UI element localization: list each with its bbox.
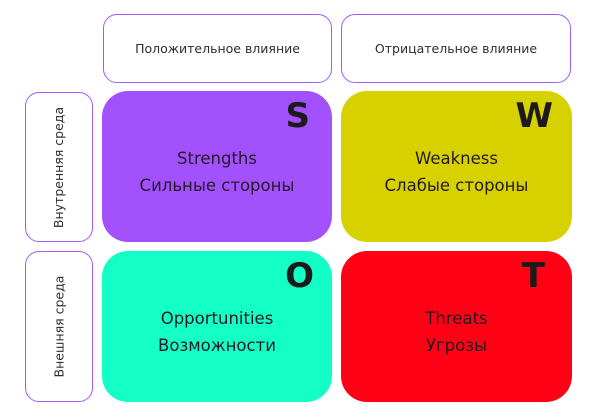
letter-o: O — [285, 256, 314, 296]
quadrant-opportunities: O Opportunities Возможности — [102, 251, 332, 402]
strengths-title-ru: Сильные стороны — [139, 176, 295, 195]
strengths-text: Strengths Сильные стороны — [102, 145, 332, 199]
header-negative-label: Отрицательное влияние — [374, 41, 538, 56]
row-external-label: Внешняя среда — [51, 275, 67, 378]
row-header-external: Внешняя среда — [25, 251, 93, 402]
strengths-title-en: Strengths — [177, 149, 257, 168]
opportunities-text: Opportunities Возможности — [102, 305, 332, 359]
letter-t: T — [521, 256, 545, 296]
quadrant-threats: T Threats Угрозы — [341, 251, 572, 402]
letter-w: W — [515, 96, 553, 136]
threats-title-ru: Угрозы — [425, 336, 488, 355]
letter-s: S — [285, 96, 311, 136]
opportunities-title-ru: Возможности — [158, 336, 276, 355]
header-negative-impact: Отрицательное влияние — [341, 14, 571, 83]
opportunities-title-en: Opportunities — [160, 309, 274, 328]
weakness-text: Weakness Слабые стороны — [341, 145, 572, 199]
threats-title-en: Threats — [425, 309, 488, 328]
quadrant-strengths: S Strengths Сильные стороны — [102, 91, 332, 242]
weakness-title-ru: Слабые стороны — [384, 176, 529, 195]
quadrant-weakness: W Weakness Слабые стороны — [341, 91, 572, 242]
row-internal-label: Внутренняя среда — [51, 106, 67, 228]
header-positive-label: Положительное влияние — [135, 41, 300, 56]
threats-text: Threats Угрозы — [341, 305, 572, 359]
header-positive-impact: Положительное влияние — [103, 14, 332, 83]
weakness-title-en: Weakness — [415, 149, 498, 168]
row-header-internal: Внутренняя среда — [25, 92, 93, 242]
